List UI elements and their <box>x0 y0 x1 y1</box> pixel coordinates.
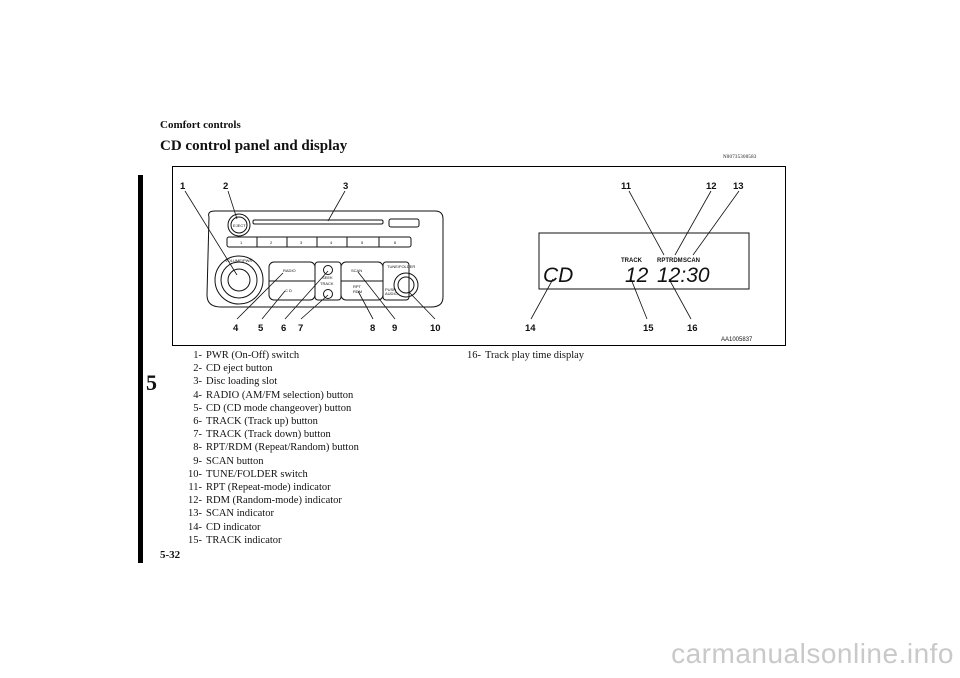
audio-label: AUDIO <box>385 291 398 296</box>
rpt-label: RPT <box>353 284 362 289</box>
cd-panel-illustration: EJECT VOLUME/PWR RADIO C D SEEK TRACK SC… <box>180 181 753 343</box>
list-item: 13-SCAN indicator <box>188 508 274 520</box>
callout-14: 14 <box>525 323 536 334</box>
list-item: 12-RDM (Random-mode) indicator <box>188 495 342 507</box>
section-header: Comfort controls <box>160 119 241 131</box>
reference-code: N00735300583 <box>723 155 757 160</box>
callout-10: 10 <box>430 323 441 334</box>
list-item: 7-TRACK (Track down) button <box>193 429 331 441</box>
cd-label: C D <box>285 288 292 293</box>
play-time-display: 12:30 <box>657 264 710 287</box>
list-item: 14-CD indicator <box>188 521 261 533</box>
preset-6: 6 <box>394 240 397 245</box>
rdm-indicator: RDM <box>669 258 683 264</box>
panel-labels: EJECT VOLUME/PWR RADIO C D SEEK TRACK SC… <box>225 223 415 296</box>
list-item: 15-TRACK indicator <box>188 534 282 546</box>
callout-9: 9 <box>392 323 397 334</box>
callout-1: 1 <box>180 181 186 192</box>
legend-list: 1-PWR (On-Off) switch 2-CD eject button … <box>180 349 359 547</box>
cd-panel-figure: EJECT VOLUME/PWR RADIO C D SEEK TRACK SC… <box>172 166 786 346</box>
seek-label: SEEK <box>322 275 333 280</box>
track-indicator: TRACK <box>621 258 643 264</box>
list-item: 4-RADIO (AM/FM selection) button <box>193 389 354 401</box>
preset-5: 5 <box>361 240 364 245</box>
callout-numbers: 1 2 3 4 5 6 7 8 9 10 11 12 13 14 15 16 <box>180 181 744 334</box>
preset-1: 1 <box>240 240 243 245</box>
list-item: 8-RPT/RDM (Repeat/Random) button <box>193 442 359 454</box>
list-item: 5-CD (CD mode changeover) button <box>193 402 352 414</box>
callout-11: 11 <box>621 181 632 192</box>
eject-label: EJECT <box>233 223 246 228</box>
callout-13: 13 <box>733 181 744 192</box>
callout-12: 12 <box>706 181 717 192</box>
cd-mode-indicator: CD <box>543 264 573 287</box>
volume-label: VOLUME/PWR <box>225 258 252 263</box>
head-unit <box>206 210 444 308</box>
preset-2: 2 <box>270 240 273 245</box>
callout-16: 16 <box>687 323 698 334</box>
preset-4: 4 <box>330 240 333 245</box>
radio-label: RADIO <box>283 268 296 273</box>
list-item: 16-Track play time display <box>467 350 585 361</box>
callout-6: 6 <box>281 323 286 334</box>
tune-label: TUNE/FOLDER <box>387 264 415 269</box>
list-item: 1-PWR (On-Off) switch <box>193 350 300 361</box>
callout-3: 3 <box>343 181 348 192</box>
chapter-tab-number: 5 <box>146 370 157 395</box>
list-item: 11-RPT (Repeat-mode) indicator <box>188 482 331 494</box>
watermark: carmanualsonline.info <box>671 638 954 669</box>
page-number: 5-32 <box>160 549 181 561</box>
callout-15: 15 <box>643 323 654 334</box>
callout-8: 8 <box>370 323 375 334</box>
list-item: 2-CD eject button <box>193 363 273 375</box>
page-title: CD control panel and display <box>160 138 348 154</box>
figure-id: AA1005837 <box>721 337 753 343</box>
scan-label: SCAN <box>351 268 362 273</box>
callout-7: 7 <box>298 323 303 334</box>
push-label: PUSH <box>385 287 396 292</box>
list-item: 6-TRACK (Track up) button <box>193 416 318 428</box>
list-item: 3-Disc loading slot <box>193 376 278 388</box>
lcd-display: TRACK RPT RDM SCAN CD 12 12:30 <box>538 232 750 290</box>
callout-4: 4 <box>233 323 239 334</box>
track-label: TRACK <box>320 281 334 286</box>
leader-lines <box>184 190 740 320</box>
list-item: 9-SCAN button <box>193 455 264 467</box>
rpt-indicator: RPT <box>657 258 669 264</box>
legend-list-right: 16-Track play time display <box>459 349 584 362</box>
list-item: 10-TUNE/FOLDER switch <box>188 468 308 480</box>
rdm-label: RDM <box>353 289 362 294</box>
scan-indicator: SCAN <box>683 258 700 264</box>
track-number-display: 12 <box>625 264 649 287</box>
preset-3: 3 <box>300 240 303 245</box>
chapter-tab-bar <box>138 175 143 563</box>
callout-2: 2 <box>223 181 228 192</box>
callout-5: 5 <box>258 323 264 334</box>
